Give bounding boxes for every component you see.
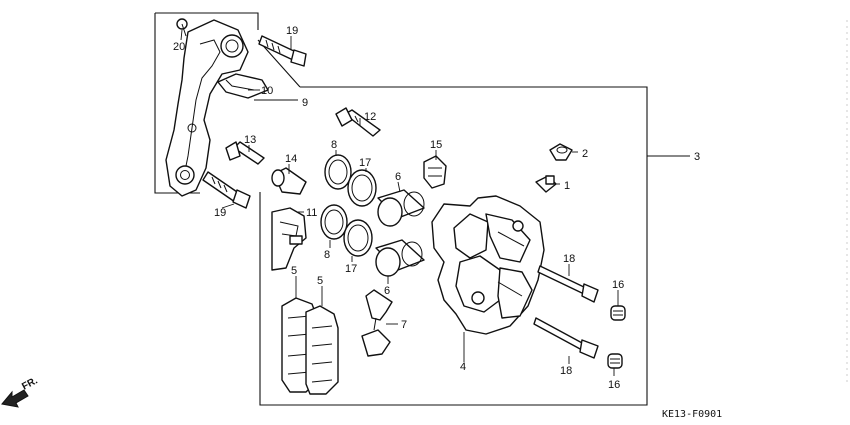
bleeder-cap-2 xyxy=(549,143,573,161)
pad-pin-18-lower xyxy=(533,317,599,359)
callout-18-lower: 18 xyxy=(560,365,572,377)
callout-20: 20 xyxy=(173,41,185,53)
slide-pin-13 xyxy=(225,141,265,165)
callout-3: 3 xyxy=(694,151,700,163)
pin-boot-14 xyxy=(271,167,307,195)
dust-seal-17-lower xyxy=(343,219,373,257)
callout-10: 10 xyxy=(261,85,273,97)
caliper-body xyxy=(431,195,545,335)
leader-lines xyxy=(180,29,619,376)
callout-17-upper: 17 xyxy=(359,157,371,169)
callout-2: 2 xyxy=(582,148,588,160)
bolt-19-lower xyxy=(202,171,251,209)
pin-plug-16-lower xyxy=(607,353,623,369)
slide-pin-12 xyxy=(335,107,381,137)
callout-11: 11 xyxy=(306,207,317,219)
piston-6-lower xyxy=(375,239,425,277)
brake-pad-5-front xyxy=(305,305,339,395)
callout-19-lower: 19 xyxy=(214,207,226,219)
pad-shim-7 xyxy=(361,289,393,357)
callout-13: 13 xyxy=(244,134,256,146)
callout-18-upper: 18 xyxy=(563,253,575,265)
callout-5-right: 5 xyxy=(317,275,323,287)
callout-9: 9 xyxy=(302,97,308,109)
front-arrow-icon xyxy=(1,389,29,408)
callout-16-upper: 16 xyxy=(612,279,624,291)
callout-17-lower: 17 xyxy=(345,263,357,275)
callout-7: 7 xyxy=(401,319,407,331)
callout-15: 15 xyxy=(430,139,442,151)
callout-8-upper: 8 xyxy=(331,139,337,151)
bolt-20 xyxy=(176,18,188,37)
front-direction-indicator: FR. xyxy=(1,375,40,408)
callout-6-lower: 6 xyxy=(384,285,390,297)
callout-8-lower: 8 xyxy=(324,249,330,261)
callout-5-left: 5 xyxy=(291,265,297,277)
pin-boot-15 xyxy=(423,155,447,189)
callout-12: 12 xyxy=(364,111,376,123)
callout-labels: 20 19 10 9 12 13 14 15 8 17 6 2 3 1 19 1… xyxy=(173,25,700,391)
callout-14: 14 xyxy=(285,153,297,165)
piston-seal-8-upper xyxy=(324,154,352,190)
bolt-19-upper xyxy=(258,35,307,67)
callout-16-lower: 16 xyxy=(608,379,620,391)
pad-pin-18-upper xyxy=(537,265,599,303)
bleeder-valve-1 xyxy=(535,175,557,193)
piston-6-upper xyxy=(377,189,425,227)
callout-6-upper: 6 xyxy=(395,171,401,183)
front-direction-label: FR. xyxy=(20,375,40,392)
caliper-bracket xyxy=(165,19,249,197)
pin-plug-16-upper xyxy=(610,305,626,321)
piston-seal-8-lower xyxy=(320,204,348,240)
callout-19-upper: 19 xyxy=(286,25,298,37)
pad-spring-11 xyxy=(271,207,307,271)
dust-seal-17-upper xyxy=(347,169,377,207)
pad-retainer-clip-10 xyxy=(217,73,269,99)
callout-4: 4 xyxy=(460,361,466,373)
diagram-code: KE13-F0901 xyxy=(662,409,722,420)
callout-1: 1 xyxy=(564,180,570,192)
